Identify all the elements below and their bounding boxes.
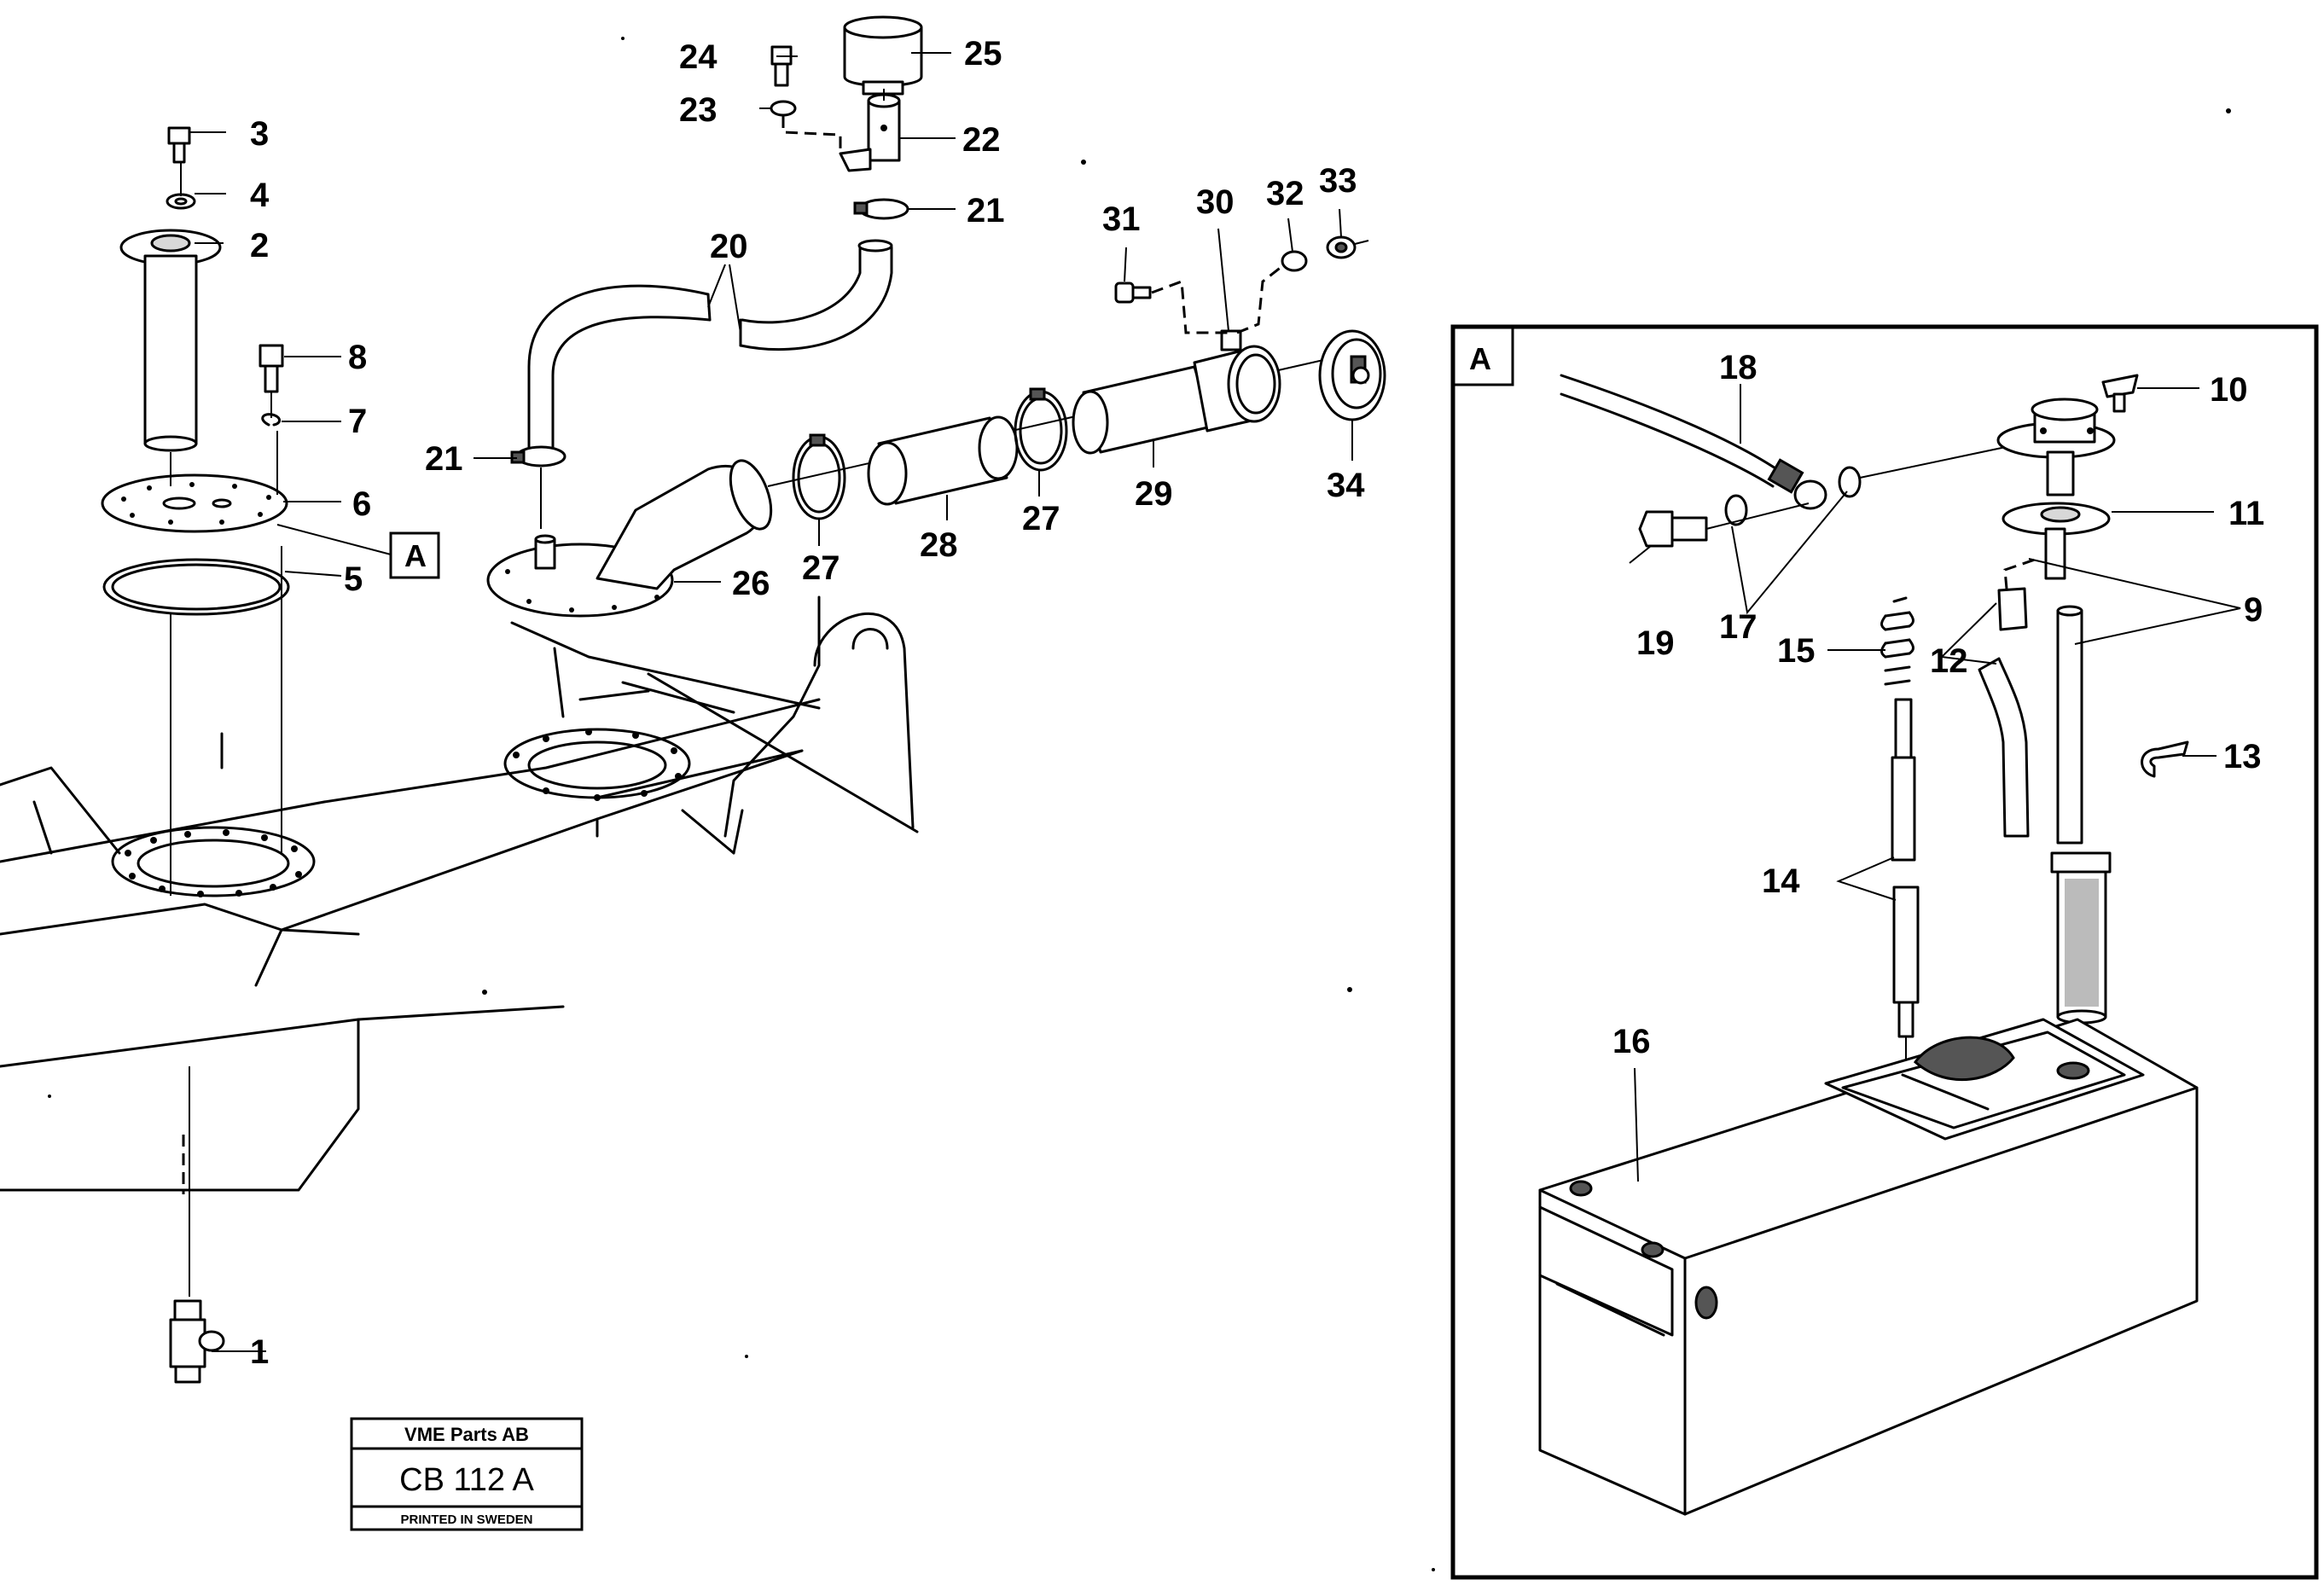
callout-25: 25 <box>964 35 1002 73</box>
part-33-nut <box>1326 235 1357 259</box>
callout-9: 9 <box>2244 591 2263 629</box>
part-29-inlet-pipe <box>1072 365 1213 455</box>
callout-2: 2 <box>250 227 269 264</box>
part-14-rods <box>1891 698 1920 1092</box>
part-23-washer <box>770 100 797 117</box>
callout-17: 17 <box>1719 608 1758 646</box>
part-30-neck <box>1193 329 1281 433</box>
callout-13: 13 <box>2223 738 2262 775</box>
callout-27-left: 27 <box>802 549 840 587</box>
callout-14: 14 <box>1762 862 1800 900</box>
part-5-gasket <box>102 558 290 616</box>
callout-15: 15 <box>1777 632 1816 670</box>
part-18-hose <box>1560 374 1827 510</box>
title-printed: PRINTED IN SWEDEN <box>400 1513 532 1527</box>
part-21-clamp-upper <box>853 198 909 220</box>
part-26-filler-plate <box>486 459 773 618</box>
part-11-sender-head <box>1996 398 2116 580</box>
callout-4: 4 <box>250 177 270 214</box>
callout-24: 24 <box>679 38 718 76</box>
title-company: VME Parts AB <box>404 1424 529 1445</box>
callout-8: 8 <box>348 339 367 376</box>
detail-a-tag-box <box>1451 325 1514 386</box>
part-21-clamp-lower <box>510 445 566 467</box>
part-32-nut <box>1281 250 1308 272</box>
part-2-sender-tube <box>119 229 222 452</box>
title-drawing-number: CB 112 A <box>399 1462 534 1498</box>
detail-ref-box <box>389 531 440 579</box>
callout-23: 23 <box>679 91 718 129</box>
part-24-screw <box>770 45 793 87</box>
part-22-adapter <box>839 93 901 172</box>
tank-outline <box>0 595 919 1194</box>
part-31-screw <box>1114 282 1152 304</box>
callout-10: 10 <box>2210 371 2248 409</box>
callout-1: 1 <box>250 1333 269 1371</box>
detail-a-frame <box>1450 324 2319 1580</box>
part-15-spring <box>1880 596 1914 686</box>
callout-19: 19 <box>1636 624 1675 662</box>
callout-21-upper: 21 <box>967 192 1005 229</box>
callout-22: 22 <box>962 121 1001 159</box>
leaders-filler <box>474 52 1353 583</box>
part-10-screw <box>2101 374 2139 413</box>
part-28-hose <box>867 415 1019 506</box>
part-3-screw <box>167 126 191 164</box>
callout-31: 31 <box>1102 200 1141 238</box>
callout-33: 33 <box>1319 162 1357 200</box>
title-block: VME Parts AB CB 112 A PRINTED IN SWEDEN <box>350 1417 584 1531</box>
callout-32: 32 <box>1266 175 1304 212</box>
part-8-bolt <box>259 344 284 393</box>
callout-5: 5 <box>344 560 363 598</box>
callout-11: 11 <box>2228 495 2264 532</box>
part-27-clamp-left <box>792 433 846 520</box>
part-9-tube <box>2050 605 2112 1025</box>
callout-34: 34 <box>1327 467 1365 504</box>
leaders-inset <box>1629 384 2241 1182</box>
part-13-clip <box>2141 740 2189 778</box>
callout-29: 29 <box>1135 475 1173 513</box>
inset-label: A <box>1469 341 1491 376</box>
callout-3: 3 <box>250 115 269 153</box>
callout-7: 7 <box>348 403 367 440</box>
callout-26: 26 <box>732 565 770 602</box>
callout-27-right: 27 <box>1022 500 1060 537</box>
callout-20: 20 <box>710 228 748 265</box>
part-16-tank <box>1538 1018 2199 1516</box>
callout-6: 6 <box>352 485 371 523</box>
callout-16: 16 <box>1612 1023 1651 1060</box>
part-12-hoses <box>1978 558 2036 838</box>
callout-21-lower: 21 <box>425 440 463 478</box>
part-27-clamp-right <box>1014 387 1068 472</box>
part-19-bolt <box>1638 510 1708 548</box>
callout-12: 12 <box>1930 642 1968 680</box>
callout-18: 18 <box>1719 349 1758 386</box>
callout-28: 28 <box>920 526 958 564</box>
part-25-breather-cap <box>843 15 923 96</box>
detail-ref-label: A <box>404 538 427 573</box>
part-6-plate <box>101 473 288 533</box>
part-20-hose <box>527 239 893 458</box>
part-4-washer <box>166 193 196 210</box>
scan-specks <box>48 37 2231 1571</box>
callout-30: 30 <box>1196 183 1235 221</box>
leaders-left <box>189 131 392 1352</box>
part-34-filler-cap <box>1318 329 1386 421</box>
callout-labels: 1 2 3 4 5 6 7 8 9 10 11 12 13 14 15 16 1… <box>250 35 2264 1371</box>
tank-flange-left <box>111 826 316 897</box>
tank-flange-filler <box>503 728 691 801</box>
part-1-drain-valve <box>169 1299 225 1384</box>
part-17-washers <box>1724 466 1862 526</box>
